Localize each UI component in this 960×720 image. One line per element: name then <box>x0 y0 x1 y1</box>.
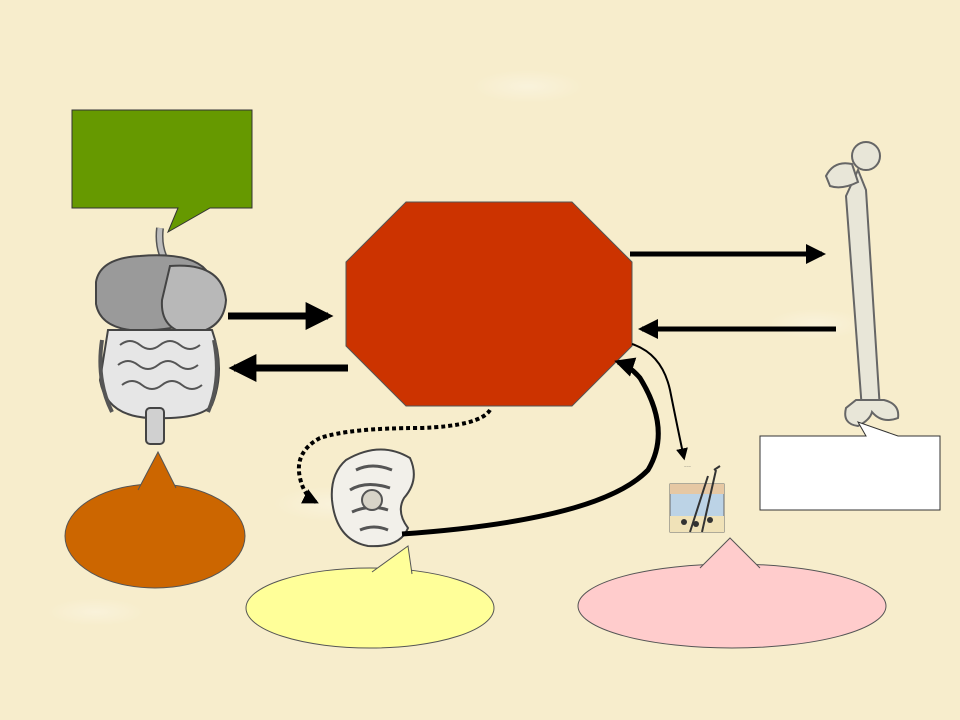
kidney-icon <box>330 448 415 548</box>
bone-icon <box>824 141 900 428</box>
yellow-callout <box>245 545 495 649</box>
pink-callout-label <box>600 582 864 632</box>
arrow-hub-to-skin <box>631 343 688 461</box>
green-callout <box>71 109 253 234</box>
pink-callout <box>577 537 887 649</box>
white-callout-label <box>766 442 934 504</box>
digestive-system-icon <box>95 227 228 445</box>
svg-text:~~~: ~~~ <box>684 464 692 469</box>
arrow-hub-to-kidney <box>297 408 492 504</box>
hub-label <box>360 220 618 390</box>
hub-octagon <box>345 201 633 407</box>
arrow-kidney-to-hub <box>401 357 661 537</box>
skin-icon: ~~~ <box>669 464 725 533</box>
white-callout <box>759 421 941 511</box>
brown-callout-label <box>80 500 230 572</box>
yellow-callout-label <box>270 584 470 632</box>
brown-callout <box>64 450 246 589</box>
green-callout-label <box>76 114 248 204</box>
